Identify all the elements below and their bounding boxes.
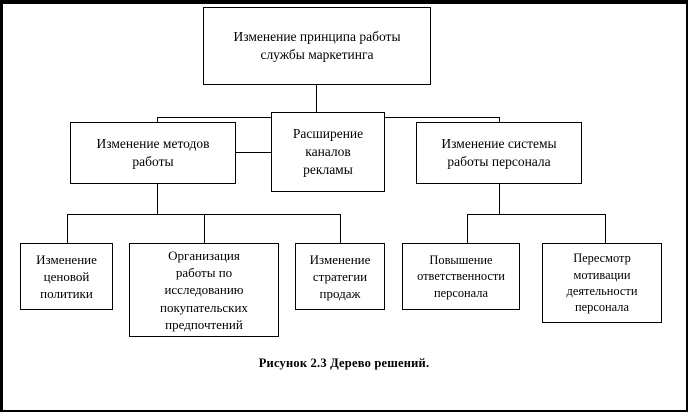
node-sales-strategy[interactable]: Изменение стратегии продаж — [295, 243, 385, 310]
connector-left-drop-3 — [340, 214, 341, 243]
node-root[interactable]: Изменение принципа работы службы маркети… — [203, 7, 431, 85]
node-sales-strategy-label: Изменение стратегии продаж — [309, 251, 371, 302]
node-change-staff-system[interactable]: Изменение системы работы персонала — [416, 122, 582, 184]
node-pricing-policy[interactable]: Изменение ценовой политики — [20, 243, 113, 310]
node-staff-responsibility-label: Повышение ответственности персонала — [417, 252, 505, 300]
node-expand-ad-channels[interactable]: Расширение каналов рекламы — [271, 112, 385, 192]
connector-right-drop-2 — [605, 214, 606, 243]
node-customer-research[interactable]: Организация работы по исследованию покуп… — [129, 243, 279, 337]
node-change-work-methods[interactable]: Изменение методов работы — [70, 122, 236, 184]
node-customer-research-label: Организация работы по исследованию покуп… — [160, 248, 248, 332]
connector-right-branch-stem — [499, 183, 500, 214]
connector-root-stem — [316, 84, 317, 118]
connector-left-branch-stem — [157, 183, 158, 214]
node-staff-responsibility[interactable]: Повышение ответственности персонала — [402, 243, 520, 310]
node-staff-motivation[interactable]: Пересмотр мотивации деятельности персона… — [542, 243, 662, 323]
node-change-work-methods-label: Изменение методов работы — [96, 136, 210, 169]
connector-left-drop-2 — [204, 214, 205, 243]
connector-methods-to-ads — [235, 152, 272, 153]
node-pricing-policy-label: Изменение ценовой политики — [36, 251, 97, 302]
connector-left-drop-1 — [67, 214, 68, 243]
node-expand-ad-channels-label: Расширение каналов рекламы — [292, 126, 364, 177]
figure-caption: Рисунок 2.3 Дерево решений. — [258, 356, 430, 370]
node-staff-motivation-label: Пересмотр мотивации деятельности персона… — [566, 251, 638, 315]
connector-right-drop-1 — [467, 214, 468, 243]
node-change-staff-system-label: Изменение системы работы персонала — [441, 136, 557, 169]
connector-right-branch-bus — [467, 214, 606, 215]
node-root-label: Изменение принципа работы службы маркети… — [233, 29, 401, 62]
